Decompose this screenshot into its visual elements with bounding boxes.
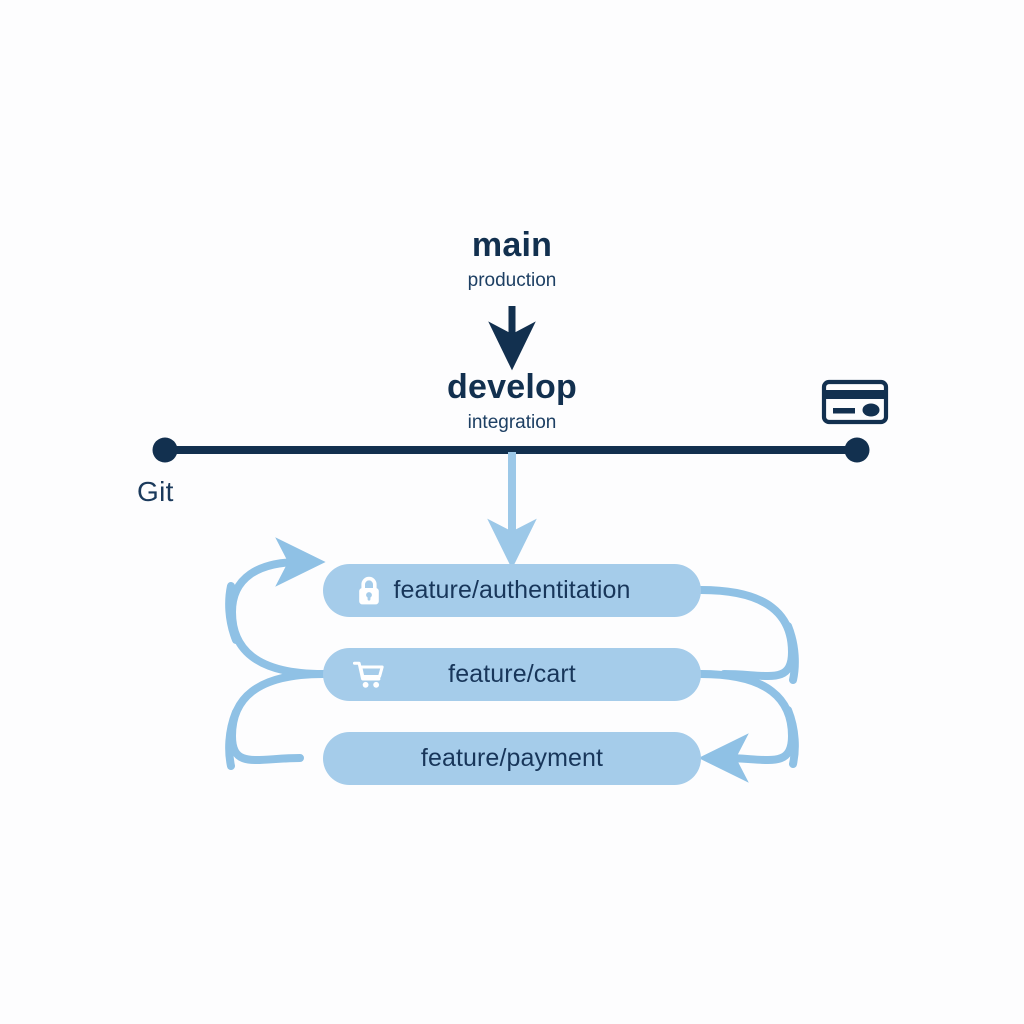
shopping-cart-icon xyxy=(353,659,385,691)
credit-card-icon xyxy=(821,379,889,425)
feature-branch-label-cart: feature/cart xyxy=(448,660,576,688)
feature-branch-pill-auth[interactable]: feature/authentitation xyxy=(323,564,701,617)
feature-branch-pill-payment[interactable]: feature/payment xyxy=(323,732,701,785)
git-axis-caption: Git xyxy=(137,476,174,507)
branch-label-develop: develop integration xyxy=(342,370,682,432)
branch-name-develop: develop xyxy=(447,368,577,406)
branch-role-develop: integration xyxy=(467,412,557,433)
axis-node-right xyxy=(844,437,870,463)
feature-branch-pill-cart[interactable]: feature/cart xyxy=(323,648,701,701)
loop-arrows-right xyxy=(697,586,799,783)
branch-label-main: main production xyxy=(342,228,682,290)
git-axis xyxy=(152,437,870,463)
feature-branch-label-payment: feature/payment xyxy=(420,744,604,772)
loop-arrows-left xyxy=(225,537,327,770)
lock-icon xyxy=(353,575,385,607)
branch-role-main: production xyxy=(467,270,557,291)
feature-branch-label-auth: feature/authentitation xyxy=(393,576,631,604)
axis-node-left xyxy=(152,437,178,463)
branch-name-main: main xyxy=(471,226,553,264)
